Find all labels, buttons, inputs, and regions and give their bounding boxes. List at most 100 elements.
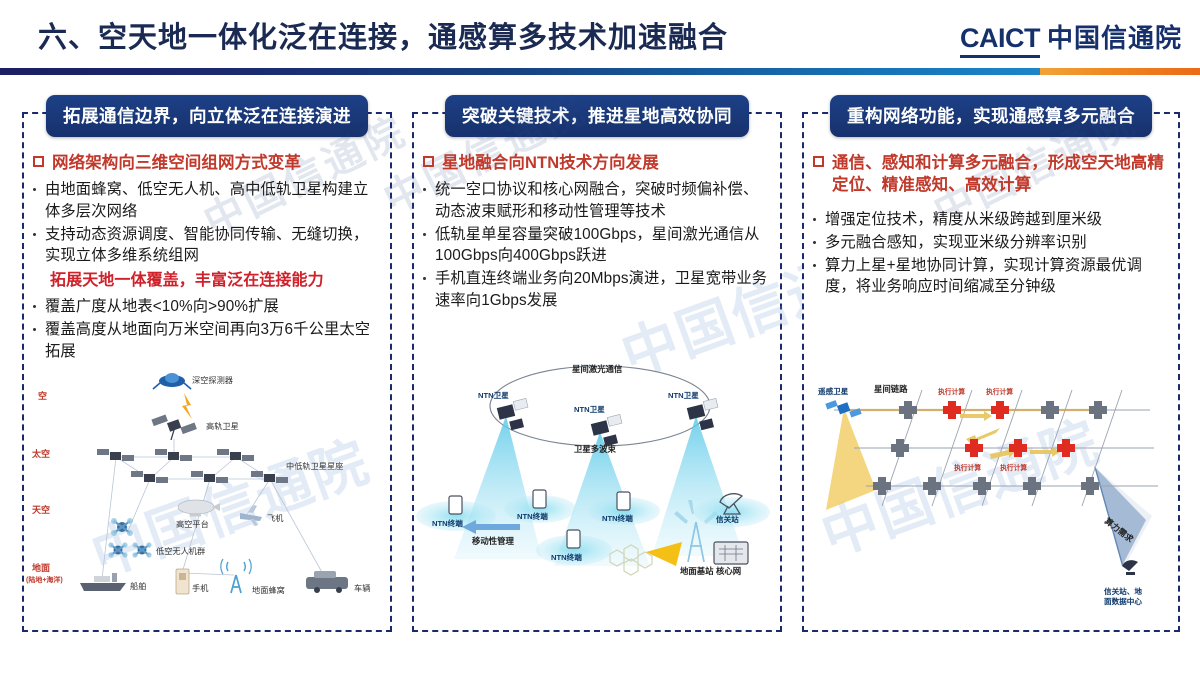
svg-text:核心网: 核心网: [716, 566, 741, 576]
fig2-cell-hex-cluster-icon: [609, 544, 653, 576]
panel-1-heading: 网络架构向三维空间组网方式变革: [52, 154, 301, 172]
panel-network-function-reconstruction: 重构网络功能，实现通感算多元融合 中国信通院 中国信通院 通信、感知和计算多元融…: [802, 95, 1180, 632]
dot-bullet-icon: [423, 232, 426, 236]
panel-1-bullet-2: 支持动态资源调度、智能协同传输、无缝切换，实现立体多维系统组网: [45, 225, 369, 265]
fig1-axis-label-0: 空: [38, 390, 47, 401]
list-item: 增强定位技术，精度从米级跨越到厘米级: [813, 209, 1169, 231]
panel-1-bullet-1: 由地面蜂窝、低空无人机、高中低轨卫星构建立体多层次网络: [45, 181, 369, 220]
svg-text:高空平台: 高空平台: [176, 519, 209, 529]
panel-2-bullet-1: 统一空口协议和核心网融合，突破时频偏补偿、动态波束赋形和移动性管理等技术: [435, 181, 759, 220]
page-title: 六、空天地一体化泛在连接，通感算多技术加速融合: [38, 22, 729, 54]
fig2-node-ntn-satellite-center: [590, 414, 623, 447]
fig1-node-cellular-base-station: [220, 558, 252, 594]
svg-text:信关站、地: 信关站、地: [1104, 586, 1142, 596]
fig1-node-drone-swarm: [108, 518, 152, 558]
dot-bullet-icon: [33, 305, 36, 309]
panel-1-emphasis: 拓展天地一体覆盖，丰富泛在连接能力: [50, 271, 324, 289]
svg-text:执行计算: 执行计算: [1000, 463, 1027, 472]
svg-text:NTN卫星: NTN卫星: [668, 390, 699, 400]
svg-text:NTN终端: NTN终端: [432, 518, 463, 528]
fig2-node-core-network: [713, 541, 749, 565]
dot-bullet-icon: [813, 240, 816, 244]
svg-text:手机: 手机: [192, 583, 209, 593]
logo-latin-text: CAICT: [959, 23, 1040, 58]
dot-bullet-icon: [33, 232, 36, 236]
svg-text:星间激光通信: 星间激光通信: [572, 364, 623, 374]
svg-text:卫星多波束: 卫星多波束: [574, 444, 616, 454]
caict-logo: CAICT 中国信通院: [959, 18, 1182, 58]
list-item: 由地面蜂窝、低空无人机、高中低轨卫星构建立体多层次网络: [33, 179, 381, 222]
panel-2-heading-row: 星地融合向NTN技术方向发展: [423, 152, 771, 174]
fig2-node-ntn-satellite-left: [496, 398, 529, 431]
svg-text:执行计算: 执行计算: [954, 463, 981, 472]
fig2-node-ntn-terminal-3: [536, 529, 612, 565]
svg-text:地面蜂窝: 地面蜂窝: [252, 585, 285, 595]
fig3-node-remote-sensing-satellite: [825, 400, 862, 418]
list-item: 多元融合感知，实现亚米级分辨率识别: [813, 232, 1169, 254]
panel-1-body: 网络架构向三维空间组网方式变革 由地面蜂窝、低空无人机、高中低轨卫星构建立体多层…: [24, 152, 390, 364]
fig1-node-satellite: [131, 471, 168, 483]
svg-text:星间链路: 星间链路: [874, 384, 908, 394]
panel-3-body: 通信、感知和计算多元融合，形成空天地高精定位、精准感知、高效计算 增强定位技术，…: [804, 152, 1178, 299]
square-bullet-icon: [423, 156, 434, 167]
fig2-node-gateway-station: [694, 493, 770, 527]
panel-2-heading: 星地融合向NTN技术方向发展: [442, 154, 659, 172]
fig1-axis-label-4: (陆地+海洋): [26, 575, 63, 584]
fig1-axis-label-1: 太空: [31, 448, 50, 459]
dot-bullet-icon: [33, 328, 36, 332]
fig2-node-ntn-satellite-right: [686, 398, 719, 431]
dot-bullet-icon: [813, 218, 816, 222]
dot-bullet-icon: [33, 188, 36, 192]
svg-text:信关站: 信关站: [716, 514, 739, 524]
panel-3-heading-row: 通信、感知和计算多元融合，形成空天地高精定位、精准感知、高效计算: [813, 152, 1169, 196]
svg-text:高轨卫星: 高轨卫星: [206, 421, 239, 431]
dot-bullet-icon: [423, 188, 426, 192]
svg-text:NTN终端: NTN终端: [551, 552, 582, 562]
fig1-node-vehicle: [306, 571, 348, 593]
divider-blue-segment: [0, 68, 1040, 75]
panel-2-body: 星地融合向NTN技术方向发展 统一空口协议和核心网融合，突破时频偏补偿、动态波束…: [414, 152, 780, 312]
fig1-node-ship: [80, 573, 126, 591]
panel-2-bullet-3: 手机直连终端业务向20Mbps演进，卫星宽带业务速率向1Gbps发展: [435, 269, 768, 309]
panel-3-bullet-1: 增强定位技术，精度从米级跨越到厘米级: [825, 211, 1103, 229]
svg-text:地面基站: 地面基站: [680, 566, 714, 576]
panel-3-bullet-2: 多元融合感知，实现亚米级分辨率识别: [825, 233, 1087, 251]
list-item: 算力上星+星地协同计算，实现计算资源最优调度，将业务响应时间缩减至分钟级: [813, 255, 1169, 298]
fig1-node-deep-space-probe: [152, 373, 192, 390]
svg-text:面数据中心: 面数据中心: [1104, 596, 1142, 606]
panel-3-heading: 通信、感知和计算多元融合，形成空天地高精定位、精准感知、高效计算: [832, 154, 1164, 195]
svg-text:NTN终端: NTN终端: [602, 513, 633, 523]
svg-text:NTN卫星: NTN卫星: [478, 390, 509, 400]
panel-3-bullet-3: 算力上星+星地协同计算，实现计算资源最优调度，将业务响应时间缩减至分钟级: [825, 256, 1142, 296]
fig1-node-satellite: [191, 471, 228, 483]
panel-connectivity-boundary: 拓展通信边界，向立体泛在连接演进 中国信通院 中国信通院 网络架构向三维空间组网…: [22, 95, 414, 632]
list-item: 低轨星单星容量突破100Gbps，星间激光通信从100Gbps向400Gbps跃…: [423, 224, 771, 267]
divider-orange-segment: [1040, 68, 1200, 75]
figure-satellite-computing-grid: 星间链路 遥感卫星: [804, 370, 1178, 620]
panel-3-title: 重构网络功能，实现通感算多元融合: [830, 95, 1152, 137]
list-item: 支持动态资源调度、智能协同传输、无缝切换，实现立体多维系统组网: [33, 224, 381, 267]
fig2-node-ntn-terminal-2: [504, 489, 576, 523]
fig1-node-geo-satellite: [151, 414, 197, 441]
slide-header: 六、空天地一体化泛在连接，通感算多技术加速融合 CAICT 中国信通院: [0, 0, 1200, 78]
fig1-node-satellite: [155, 449, 192, 461]
panel-key-technologies: 突破关键技术，推进星地高效协同 中国信通院 中国信通院 星地融合向NTN技术方向…: [377, 87, 907, 632]
figure-space-air-ground-network: 空 太空 天空 地面 (陆地+海洋): [24, 361, 390, 626]
fig1-node-high-altitude-platform: [177, 499, 220, 517]
square-bullet-icon: [813, 156, 824, 167]
header-divider: [0, 68, 1200, 75]
fig2-node-ntn-terminal-4: [588, 491, 660, 525]
panel-1-bullet-3: 覆盖广度从地表<10%向>90%扩展: [45, 298, 279, 316]
figure-ntn-architecture: 星间激光通信 NTN卫星: [414, 354, 780, 624]
list-item: 手机直连终端业务向20Mbps演进，卫星宽带业务速率向1Gbps发展: [423, 268, 771, 311]
fig1-node-mobile-phone: [175, 568, 190, 595]
svg-text:遥感卫星: 遥感卫星: [818, 386, 849, 396]
list-item: 覆盖广度从地表<10%向>90%扩展: [33, 296, 381, 318]
svg-text:深空探测器: 深空探测器: [192, 375, 233, 385]
svg-text:飞机: 飞机: [267, 513, 284, 523]
panel-1-title: 拓展通信边界，向立体泛在连接演进: [46, 95, 368, 137]
svg-text:船舶: 船舶: [130, 581, 146, 591]
svg-text:中低轨卫星星座: 中低轨卫星星座: [286, 461, 343, 471]
fig1-node-satellite: [217, 449, 254, 461]
